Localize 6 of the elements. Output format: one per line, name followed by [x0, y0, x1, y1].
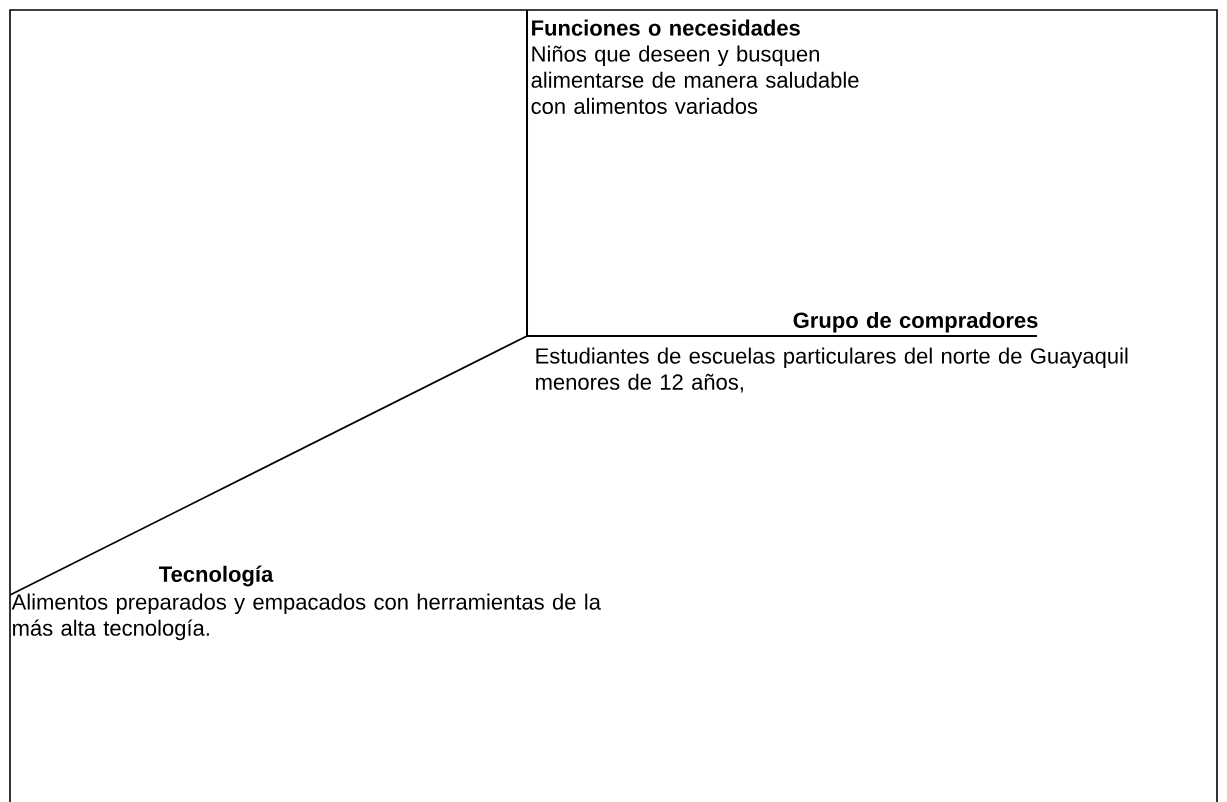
description-text: Estudiantes de escuelas particulares del norte de Guayaquil menores de 12 años,: [536, 347, 1128, 393]
description-text: Alimentos preparados y empacados con herramientas de la más alta tecnología.: [11, 593, 601, 641]
axis-title: Funciones o necesidades: [532, 19, 800, 36]
description-text: Niños que deseen y busquen alimentarse de manera saludable con alimentos variados: [531, 45, 859, 114]
axis-title: Grupo de compradores: [793, 311, 1038, 333]
axis-title: Tecnología: [159, 565, 274, 587]
